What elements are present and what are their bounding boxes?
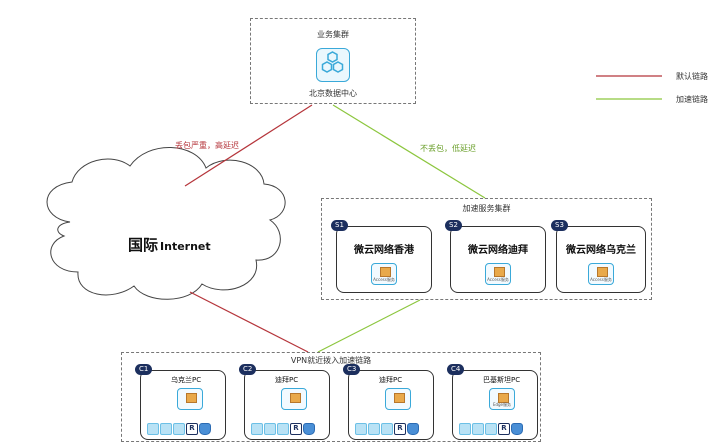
accel-cluster-box: 加速服务集群 S1 微云网络香港 Access服务 S2 微云网络迪拜 Acce…	[321, 198, 652, 300]
default-link-lower	[189, 291, 309, 353]
package-icon	[394, 393, 405, 403]
database-icon	[511, 423, 523, 435]
r-app-icon: R	[186, 423, 198, 435]
r-app-icon: R	[498, 423, 510, 435]
r-app-icon: R	[394, 423, 406, 435]
accel-link-label: 不丢包，低延迟	[420, 144, 476, 153]
internet-cloud	[46, 147, 286, 300]
access-service-icon: Access服务	[371, 263, 397, 285]
client-pc-pakistan: C4 巴基斯坦PC Edge服务 R	[447, 364, 538, 440]
client-badge: C1	[135, 364, 153, 375]
cloud-app-icon	[173, 423, 185, 435]
package-icon	[380, 267, 391, 277]
vpn-cluster-box: VPN就近拨入加速链路 C1 乌克兰PC R C2 迪拜PC R C3 迪拜PC	[121, 352, 541, 442]
cloud-app-icon	[368, 423, 380, 435]
access-service-icon: Access服务	[485, 263, 511, 285]
accel-link-lower	[317, 299, 421, 353]
client-pc-ukraine: C1 乌克兰PC R	[135, 364, 226, 440]
cloud-app-icon	[277, 423, 289, 435]
client-app-icons: R	[459, 423, 523, 435]
database-icon	[303, 423, 315, 435]
cloud-app-icon	[160, 423, 172, 435]
client-badge: C3	[343, 364, 361, 375]
accel-node-ukraine: S3 微云网络乌克兰 Access服务	[551, 220, 646, 293]
client-badge: C4	[447, 364, 465, 375]
access-service-label: Access服务	[590, 277, 612, 282]
vpn-cluster-title: VPN就近拨入加速链路	[290, 356, 372, 365]
internet-label-main: 国际	[128, 236, 159, 254]
default-link-upper	[184, 104, 313, 187]
package-icon	[597, 267, 608, 277]
package-icon	[494, 267, 505, 277]
cloud-app-icon	[251, 423, 263, 435]
cloud-app-icon	[355, 423, 367, 435]
database-icon	[199, 423, 211, 435]
internet-label-suffix: Internet	[160, 240, 211, 253]
client-app-icons: R	[355, 423, 419, 435]
accel-node-dubai: S2 微云网络迪拜 Access服务	[445, 220, 546, 293]
client-app-icons: R	[251, 423, 315, 435]
database-icon	[407, 423, 419, 435]
node-badge: S2	[445, 220, 462, 231]
client-service-icon	[281, 388, 307, 410]
accel-link-upper	[332, 104, 486, 199]
client-name: 迪拜PC	[275, 376, 299, 384]
cloud-app-icon	[485, 423, 497, 435]
client-name: 迪拜PC	[379, 376, 403, 384]
cloud-app-icon	[147, 423, 159, 435]
cloud-app-icon	[459, 423, 471, 435]
legend-accel-label: 加速链路	[676, 95, 708, 104]
access-service-label: Access服务	[487, 277, 509, 282]
accel-node-hongkong: S1 微云网络香港 Access服务	[331, 220, 432, 293]
accel-cluster-title: 加速服务集群	[462, 204, 511, 213]
client-pc-dubai-1: C2 迪拜PC R	[239, 364, 330, 440]
client-pc-dubai-2: C3 迪拜PC R	[343, 364, 434, 440]
client-service-icon	[177, 388, 203, 410]
client-service-label: Edge服务	[492, 402, 512, 407]
client-name: 巴基斯坦PC	[483, 376, 521, 384]
access-service-label: Access服务	[373, 277, 395, 282]
client-service-icon	[385, 388, 411, 410]
client-badge: C2	[239, 364, 257, 375]
cloud-app-icon	[472, 423, 484, 435]
package-icon	[290, 393, 301, 403]
cloud-app-icon	[381, 423, 393, 435]
legend-default-label: 默认链路	[676, 72, 708, 81]
node-badge: S1	[331, 220, 348, 231]
business-cluster-title: 业务集群	[317, 30, 349, 39]
business-cluster-box: 业务集群 北京数据中心	[250, 18, 416, 104]
node-name: 微云网络香港	[354, 245, 414, 256]
node-name: 微云网络乌克兰	[566, 245, 636, 256]
r-app-icon: R	[290, 423, 302, 435]
client-app-icons: R	[147, 423, 211, 435]
node-name: 微云网络迪拜	[468, 245, 528, 256]
client-service-icon: Edge服务	[489, 388, 515, 410]
datacenter-label: 北京数据中心	[309, 89, 357, 98]
hexagon-cluster-icon	[316, 48, 350, 82]
default-link-label: 丢包严重，高延迟	[175, 141, 239, 150]
package-icon	[498, 393, 509, 403]
package-icon	[186, 393, 197, 403]
client-name: 乌克兰PC	[171, 376, 202, 384]
node-badge: S3	[551, 220, 568, 231]
cloud-app-icon	[264, 423, 276, 435]
access-service-icon: Access服务	[588, 263, 614, 285]
